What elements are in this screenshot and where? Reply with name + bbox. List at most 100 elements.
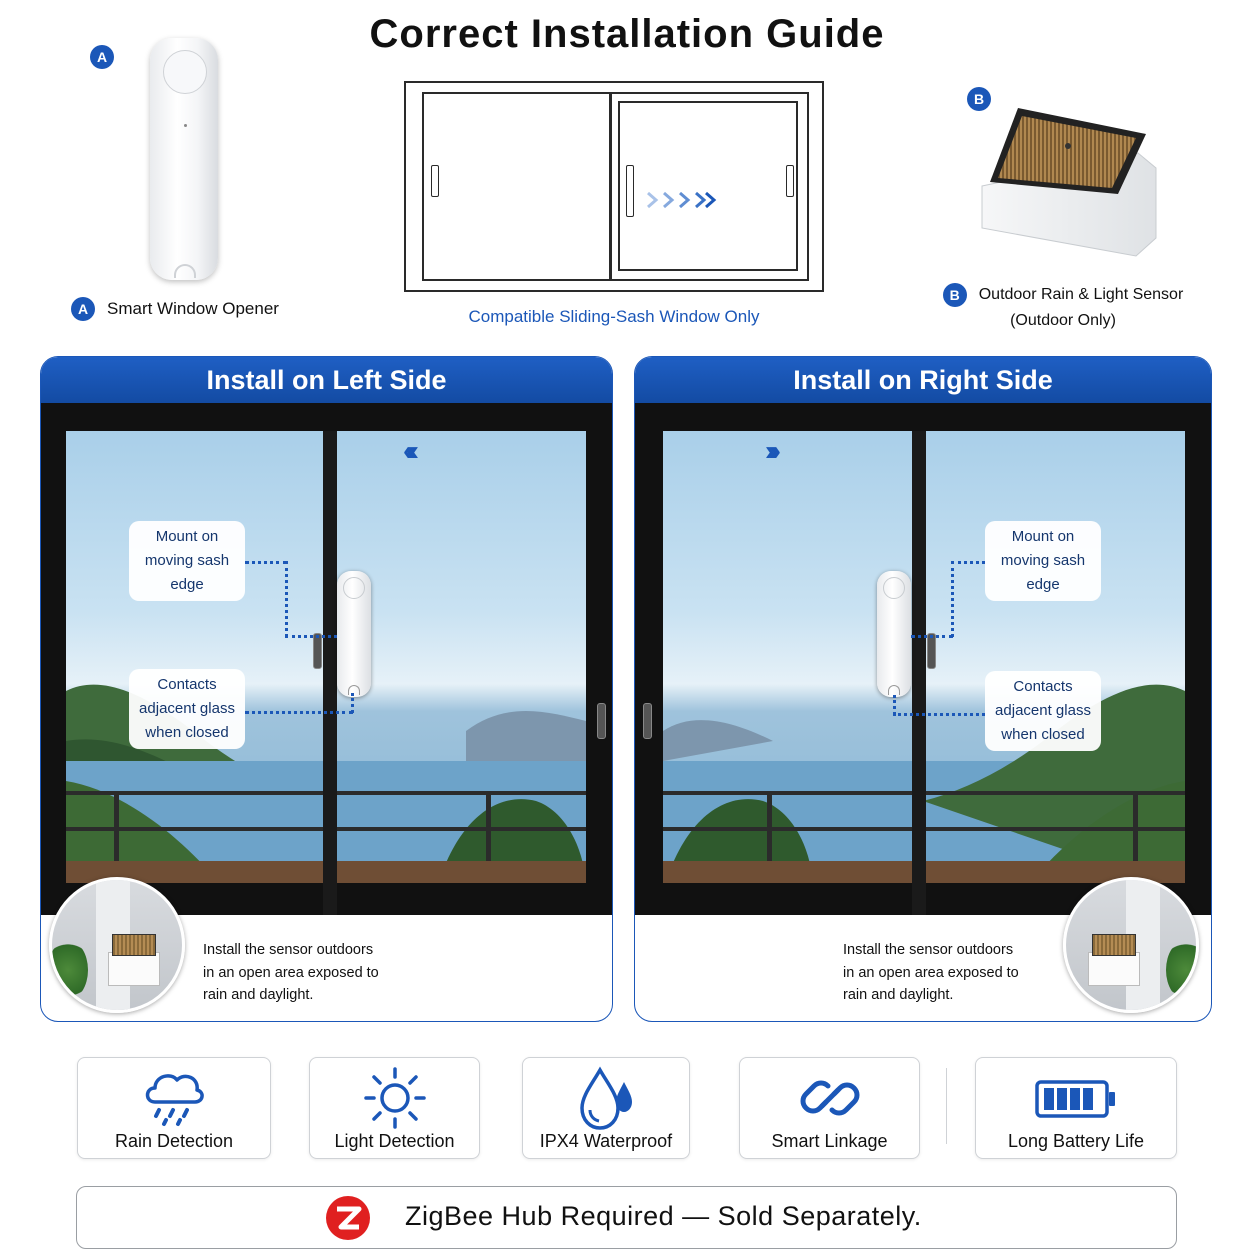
product-a-label-row: A Smart Window Opener	[71, 297, 279, 321]
left-sash-handle	[313, 633, 322, 669]
slide-left-chevrons-icon: ‹‹‹	[403, 435, 419, 466]
callout-line: moving sash	[144, 552, 230, 569]
badge-a-small: A	[71, 297, 95, 321]
rain-light-sensor-image	[981, 108, 1157, 257]
right-pane-handle	[786, 165, 794, 197]
opener-notch	[174, 264, 196, 278]
window-caption: Compatible Sliding-Sash Window Only	[468, 307, 760, 326]
left-pane	[422, 92, 612, 281]
callout-line: Mount on	[155, 528, 219, 545]
callout-line: Mount on	[1011, 528, 1075, 545]
callout-line: adjacent glass	[995, 702, 1091, 719]
feature-label: Light Detection	[334, 1131, 455, 1151]
callout-connector	[245, 561, 287, 564]
balcony-post	[767, 791, 772, 883]
opener-button-icon	[163, 50, 207, 94]
battery-icon	[1035, 1080, 1115, 1118]
callout-connector	[893, 713, 985, 716]
right-sash-handle	[927, 633, 936, 669]
feature-smart-linkage: Smart Linkage	[739, 1057, 920, 1159]
feature-label: IPX4 Waterproof	[539, 1131, 673, 1151]
callout-connector	[351, 693, 354, 713]
install-right-panel: Install on Right Side ››› Mount on	[634, 356, 1212, 1022]
installed-opener-device	[877, 571, 911, 697]
water-drop-icon	[580, 1066, 632, 1130]
feature-label: Smart Linkage	[771, 1131, 888, 1151]
callout-connector	[285, 635, 337, 638]
feature-label: Rain Detection	[114, 1131, 234, 1151]
page-title: Correct Installation Guide	[369, 12, 885, 56]
callout-connector	[951, 561, 954, 637]
badge-b-small: B	[942, 283, 967, 307]
callout-connector	[951, 561, 985, 564]
left-window-scene: ‹‹‹ Mount on moving sash edge Contacts a…	[41, 403, 612, 915]
sliding-window-diagram	[404, 81, 824, 292]
window-mullion	[912, 431, 926, 915]
callout-contacts-glass: Contacts adjacent glass when closed	[985, 671, 1101, 751]
product-b-caption: B Outdoor Rain & Light Sensor (Outdoor O…	[932, 282, 1194, 334]
link-icon	[800, 1080, 859, 1116]
photo-sensor-top	[1092, 934, 1136, 956]
callout-line: Contacts	[157, 676, 217, 693]
smart-window-opener-image	[150, 38, 218, 280]
feature-light-detection: Light Detection	[309, 1057, 480, 1159]
balcony-post	[486, 791, 491, 883]
feature-long-battery-life: Long Battery Life	[975, 1057, 1177, 1159]
callout-line: when closed	[145, 724, 229, 741]
device-foot	[888, 685, 900, 695]
left-panel-header: Install on Left Side	[41, 357, 612, 403]
left-pane-handle	[431, 165, 439, 197]
callout-connector	[893, 695, 896, 715]
photo-plant	[1166, 940, 1196, 1000]
feature-label: Long Battery Life	[1007, 1131, 1145, 1151]
note-line: in an open area exposed to	[843, 964, 1019, 981]
photo-sensor-box	[1088, 952, 1140, 986]
badge-a: A	[90, 45, 114, 69]
right-sash-handle	[597, 703, 606, 739]
callout-contacts-glass: Contacts adjacent glass when closed	[129, 669, 245, 749]
right-window-scene: ››› Mount on moving sash edge Contacts a…	[635, 403, 1211, 915]
balcony-post	[114, 791, 119, 883]
balcony-post	[1133, 791, 1138, 883]
slide-right-chevrons-icon: ›››	[765, 435, 781, 466]
callout-connector	[285, 561, 288, 637]
callout-connector	[245, 711, 353, 714]
outdoor-sensor-photo	[49, 877, 185, 1013]
right-panel-note: Install the sensor outdoors in an open a…	[843, 939, 1019, 1007]
sash-handle	[626, 165, 634, 217]
note-line: Install the sensor outdoors	[843, 942, 1014, 958]
photo-sensor-top	[112, 934, 156, 956]
feature-rain-detection: Rain Detection	[77, 1057, 271, 1159]
left-panel-note: Install the sensor outdoors in an open a…	[203, 939, 379, 1007]
indicator-dot	[184, 124, 187, 127]
device-button-icon	[343, 577, 365, 599]
tile-divider	[946, 1068, 947, 1144]
callout-mount-on-sash: Mount on moving sash edge	[129, 521, 245, 601]
photo-sensor-box	[108, 952, 160, 986]
installed-opener-device	[337, 571, 371, 697]
device-foot	[348, 685, 360, 695]
device-button-icon	[883, 577, 905, 599]
zigbee-hub-notice: ZigBee Hub Required — Sold Separately.	[76, 1186, 1177, 1249]
outdoor-sensor-photo	[1063, 877, 1199, 1013]
product-b-sublabel: (Outdoor Only)	[1010, 312, 1116, 329]
note-line: rain and daylight.	[203, 987, 314, 1003]
badge-b: B	[967, 87, 991, 111]
photo-plant	[52, 940, 88, 1000]
product-b-label: Outdoor Rain & Light Sensor	[978, 286, 1184, 303]
callout-line: adjacent glass	[139, 700, 235, 717]
callout-line: when closed	[1001, 726, 1085, 743]
zigbee-hub-text: ZigBee Hub Required — Sold Separately.	[405, 1201, 922, 1231]
feature-ipx4-waterproof: IPX4 Waterproof	[522, 1057, 690, 1159]
callout-line: edge	[170, 576, 204, 593]
callout-mount-on-sash: Mount on moving sash edge	[985, 521, 1101, 601]
window-mullion	[323, 431, 337, 915]
sun-icon	[363, 1067, 426, 1129]
callout-line: Contacts	[1013, 678, 1073, 695]
product-a-label: Smart Window Opener	[107, 299, 279, 318]
install-left-panel: Install on Left Side ‹‹‹ Mount	[40, 356, 613, 1022]
slide-arrows-icon	[647, 191, 717, 209]
note-line: Install the sensor outdoors	[203, 942, 374, 958]
callout-connector	[911, 635, 953, 638]
right-pane-inner	[618, 101, 798, 271]
